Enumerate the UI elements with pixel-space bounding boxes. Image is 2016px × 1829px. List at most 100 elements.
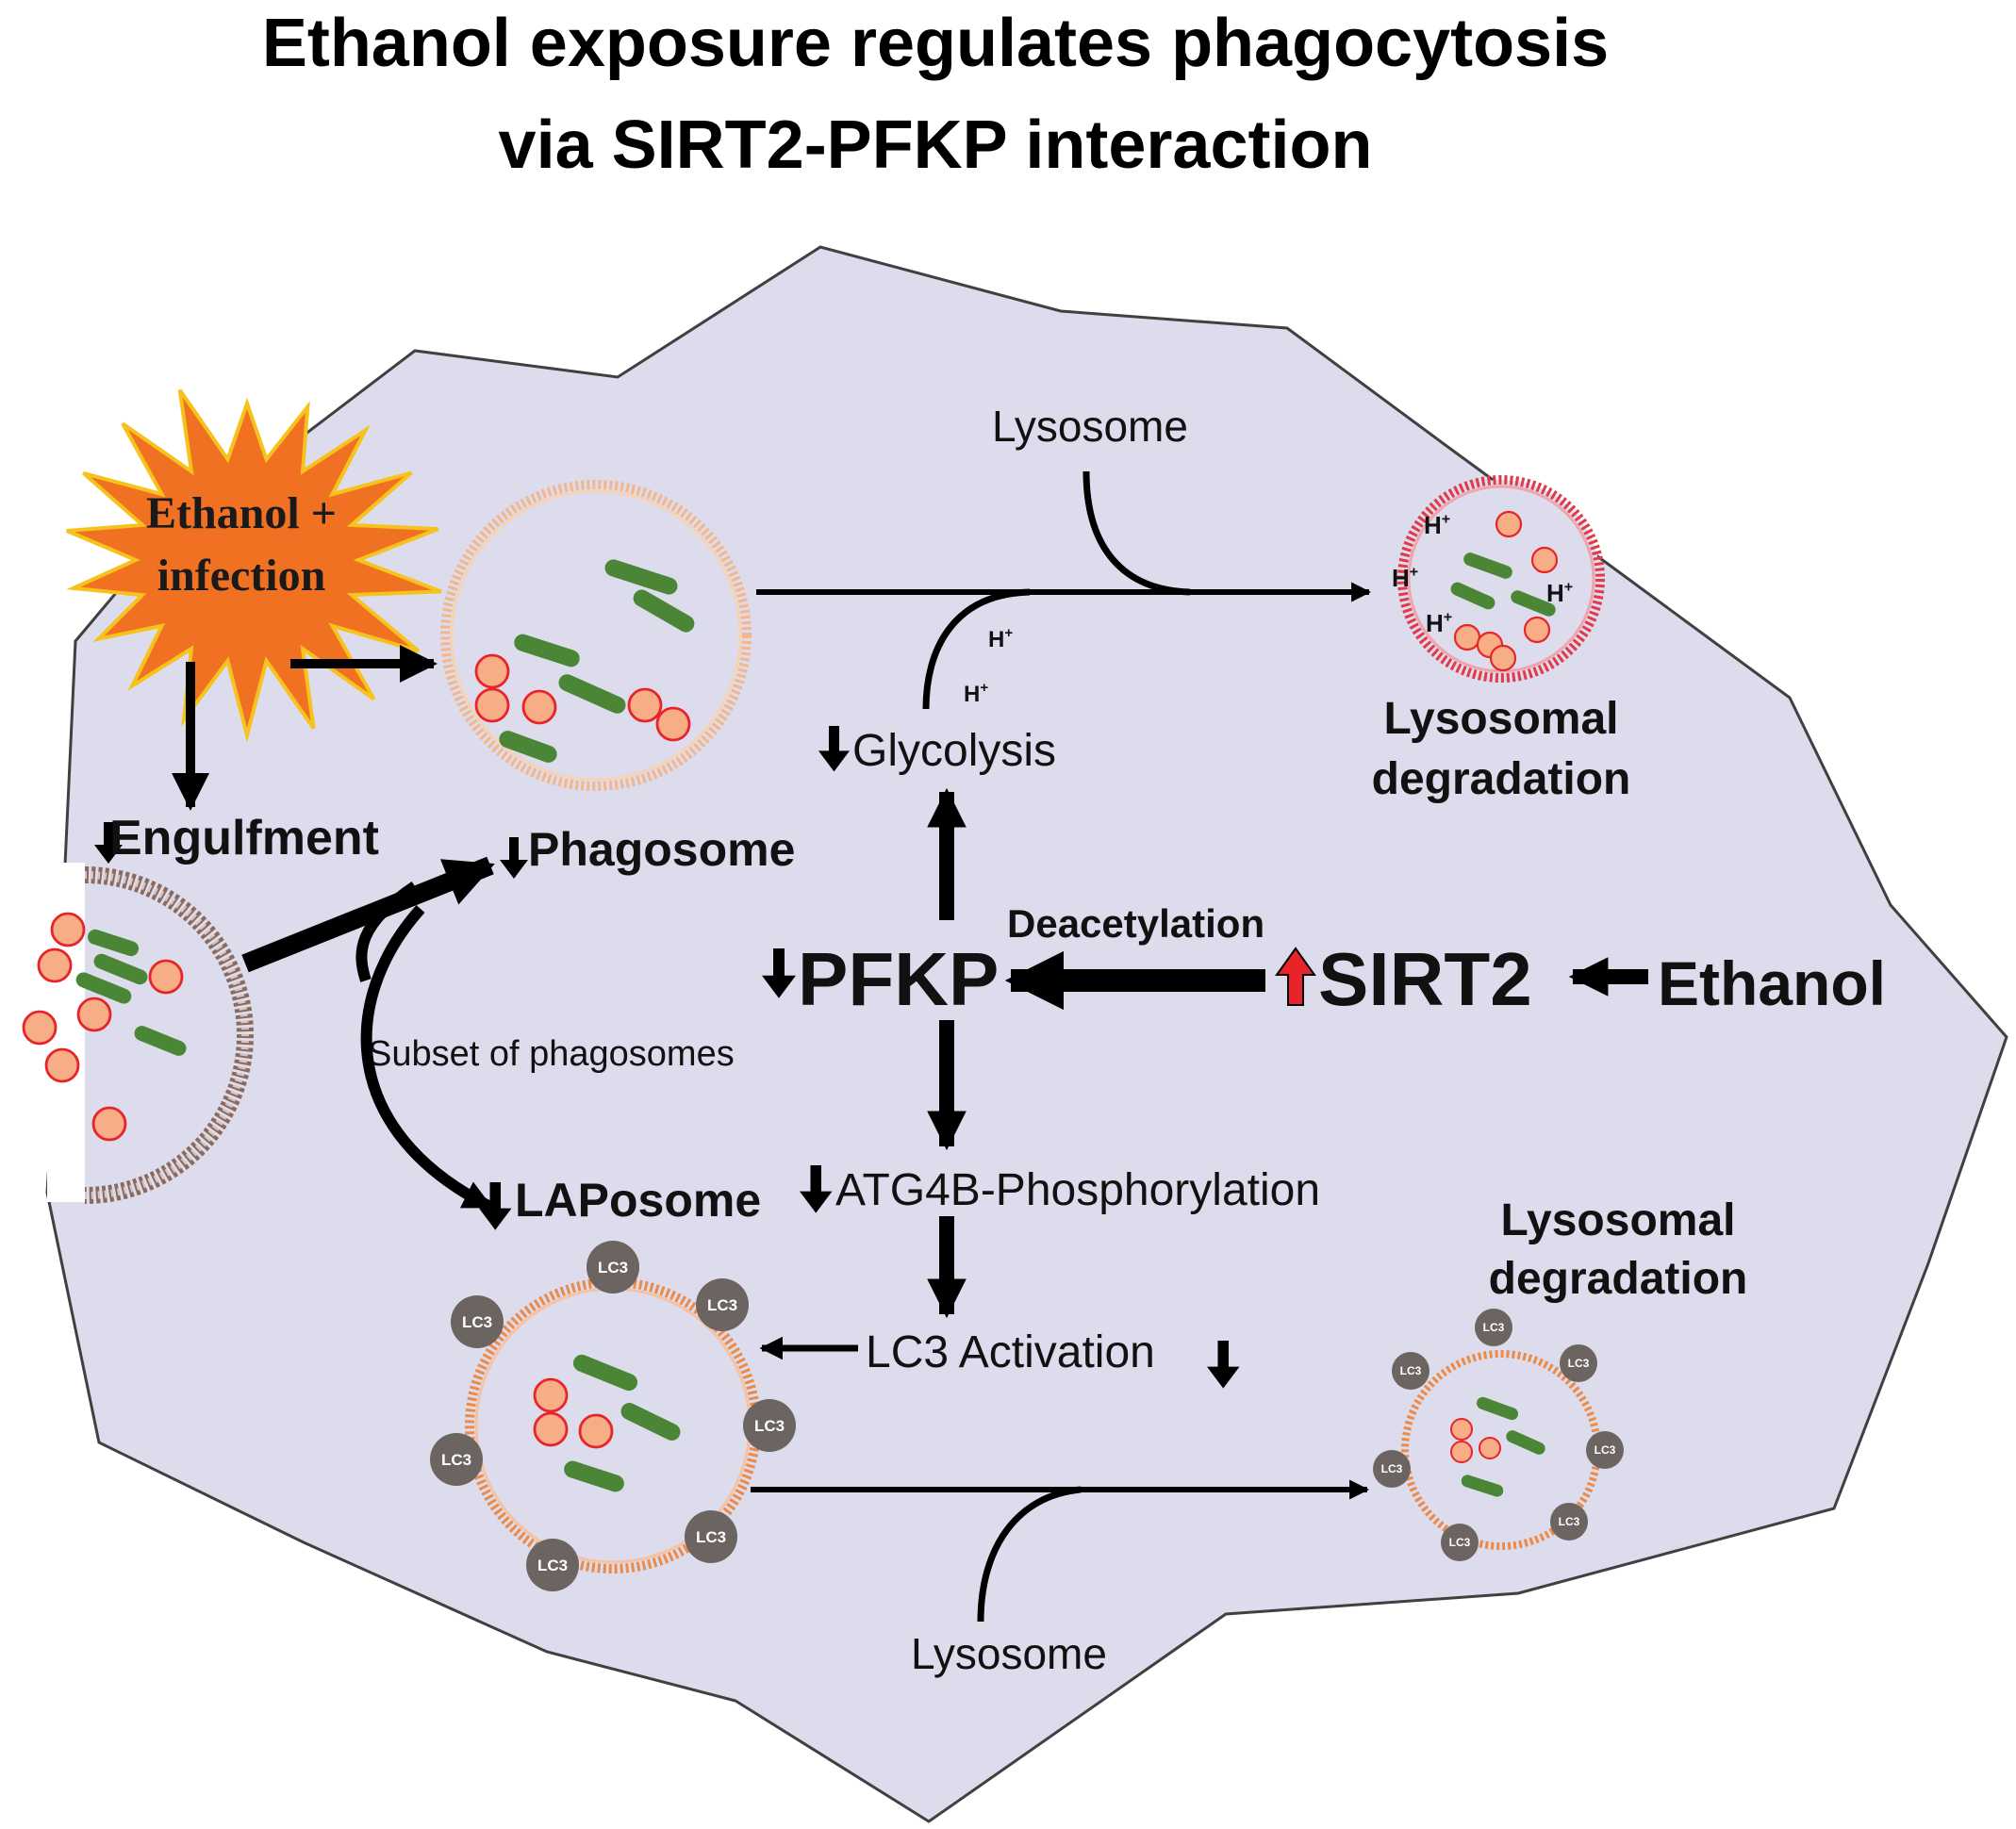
particle-icon <box>1495 510 1523 538</box>
sirt2-label: SIRT2 <box>1318 937 1532 1021</box>
subset-of-phagosomes-label: Subset of phagosomes <box>368 1034 735 1074</box>
phagosome <box>440 480 752 791</box>
lysosomal-degradation-top-1: Lysosomal <box>1384 694 1619 744</box>
pfkp-label: PFKP <box>798 937 999 1021</box>
bacterium-icon <box>633 589 695 633</box>
proton-label-2: H+ <box>964 680 988 707</box>
proton-label: H+ <box>1424 511 1450 539</box>
lc3-badge-label: LC3 <box>462 1313 492 1331</box>
lc3-badge-label: LC3 <box>707 1296 737 1314</box>
arrow-cup-to-phagosome <box>241 856 495 973</box>
bacterium-icon <box>75 972 132 1004</box>
lc3-badge-label: LC3 <box>1568 1357 1590 1370</box>
lc3-badge <box>696 1278 749 1331</box>
particle-icon <box>521 689 557 725</box>
proton-label: H+ <box>1426 609 1452 637</box>
lc3-badge <box>1560 1344 1597 1382</box>
lysosome-merge-curve-top <box>1082 470 1191 596</box>
lysosome-top-label: Lysosome <box>992 402 1188 451</box>
lc3-badge <box>587 1241 639 1293</box>
engulfment-label: Engulfment <box>109 811 379 865</box>
lysosomal-degradation-top-2: degradation <box>1372 754 1631 804</box>
bacterium-icon <box>1463 552 1512 579</box>
particle-icon <box>37 947 73 983</box>
particle-icon <box>1523 616 1551 644</box>
bacterium-icon <box>1476 1396 1519 1421</box>
phagosome-label: Phagosome <box>528 823 795 876</box>
lysosome-cargo: H+H+H+H+ <box>1392 510 1573 672</box>
particle-icon <box>1489 644 1517 672</box>
bacterium-icon <box>93 953 148 985</box>
lc3-badge-label: LC3 <box>696 1528 726 1546</box>
bacterium-icon <box>1506 1430 1545 1455</box>
bacterium-icon <box>499 731 557 763</box>
particle-icon <box>76 997 112 1032</box>
engulfed-cargo <box>22 912 187 1142</box>
lc3-badge <box>1441 1524 1479 1561</box>
particle-icon <box>578 1413 614 1449</box>
lc3-badge <box>743 1399 796 1452</box>
particle-icon <box>1479 1437 1501 1459</box>
lc3-badge-label: LC3 <box>537 1557 568 1574</box>
laposome-label: LAPosome <box>515 1174 761 1227</box>
lc3-badge <box>430 1433 483 1486</box>
particle-icon <box>474 687 510 723</box>
particle-icon <box>533 1377 569 1413</box>
atg4b-label: ATG4B-Phosphorylation <box>835 1165 1320 1215</box>
deacetylation-label: Deacetylation <box>1007 901 1264 946</box>
lc3-badge-label: LC3 <box>1559 1515 1580 1528</box>
lc3-badge <box>526 1539 579 1591</box>
lc3-badge-label: LC3 <box>1400 1364 1422 1377</box>
lc3-badge-label: LC3 <box>1595 1443 1616 1457</box>
ethanol-label: Ethanol <box>1658 948 1886 1018</box>
bacterium-icon <box>1511 590 1556 617</box>
lc3-badge <box>1392 1352 1429 1390</box>
lc3-badge <box>451 1295 504 1348</box>
particle-icon <box>1450 1441 1473 1463</box>
lc3-lysosome-cargo <box>1450 1396 1545 1497</box>
bacterium-icon <box>558 674 626 714</box>
bacterium-icon <box>572 1354 638 1392</box>
arrow-subset-to-laposome <box>360 904 493 1212</box>
lysosomal-degradation-bottom-1: Lysosomal <box>1501 1195 1736 1245</box>
bacterium-icon <box>564 1460 624 1492</box>
particle-icon <box>1450 1418 1473 1441</box>
particle-icon <box>44 1047 80 1083</box>
lc3-badge-label: LC3 <box>1449 1536 1471 1549</box>
proton-label-1: H+ <box>988 625 1013 652</box>
lc3-badge-label: LC3 <box>441 1451 471 1469</box>
particle-icon <box>22 1010 58 1046</box>
lysosomal-degradation-bottom-2: degradation <box>1489 1254 1748 1304</box>
ethanol-infection-burst <box>66 388 442 743</box>
bacterium-icon <box>620 1403 681 1441</box>
particle-icon <box>1530 546 1559 574</box>
lysosome-top <box>1397 475 1605 683</box>
bacterium-icon <box>604 559 678 595</box>
lc3-badge <box>1586 1431 1624 1469</box>
trigger-line-2: infection <box>157 551 326 601</box>
lc3-badge-label: LC3 <box>1483 1321 1505 1334</box>
trigger-line-1: Ethanol + <box>146 488 337 538</box>
particle-icon <box>1453 623 1481 651</box>
proton-label: H+ <box>1546 579 1573 607</box>
bacterium-icon <box>87 929 140 957</box>
particle-icon <box>148 959 184 995</box>
proton-label: H+ <box>1392 564 1418 592</box>
bacterium-icon <box>1461 1475 1504 1497</box>
bacterium-icon <box>514 634 580 667</box>
glycolysis-curve <box>922 588 1031 710</box>
particle-icon <box>655 706 691 742</box>
lc3-badge <box>1475 1309 1512 1346</box>
glycolysis-label: Glycolysis <box>852 726 1056 776</box>
particle-icon <box>474 653 510 689</box>
lysosome-merge-curve-bottom <box>977 1486 1082 1623</box>
lysosome-bottom-label: Lysosome <box>911 1629 1107 1678</box>
lc3-activation-label: LC3 Activation <box>866 1327 1155 1377</box>
particle-icon <box>533 1411 569 1447</box>
title-line-1: Ethanol exposure regulates phagocytosis <box>262 6 1609 81</box>
cell-body <box>45 245 2008 1823</box>
lc3-badge-label: LC3 <box>1381 1462 1403 1475</box>
particle-icon <box>627 687 663 723</box>
